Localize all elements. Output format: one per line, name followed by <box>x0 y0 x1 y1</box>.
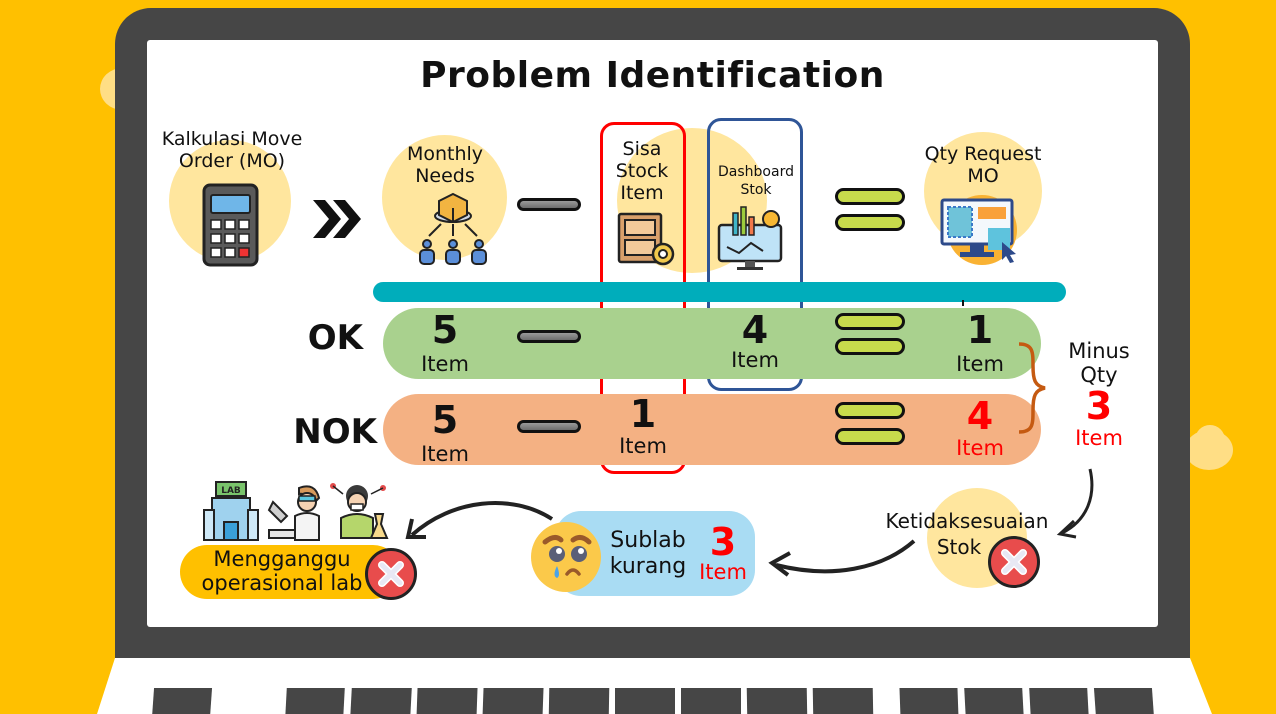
minus-operator-icon <box>517 330 581 343</box>
kalkulasi-label: Kalkulasi Move Order (MO) <box>161 128 303 172</box>
keyboard-key <box>812 688 874 714</box>
keyboard-key <box>350 688 412 714</box>
curly-brace-icon <box>1018 342 1046 434</box>
minus-qty-label-line1: Minus <box>1068 339 1130 363</box>
keyboard-key <box>681 688 741 714</box>
divider-bar <box>373 282 1066 302</box>
row-ok <box>383 308 1041 379</box>
dashboard-monitor-icon <box>717 206 783 270</box>
nok-monthly-value: 5 <box>431 398 459 442</box>
equals-operator-icon <box>835 214 905 231</box>
sublab-label-line2: kurang <box>609 554 687 579</box>
keyboard-key <box>964 688 1024 714</box>
sublab-unit: Item <box>699 560 747 584</box>
ok-dashboard-value: 4 <box>741 308 769 352</box>
equals-operator-icon <box>835 313 905 330</box>
minus-operator-icon <box>517 420 581 433</box>
equals-operator-icon <box>835 338 905 355</box>
page-title: Problem Identification <box>420 55 885 96</box>
scientist-microscope-icon <box>267 485 321 541</box>
monthly-needs-label: Monthly Needs <box>406 143 484 187</box>
equals-operator-icon <box>835 402 905 419</box>
keyboard-key <box>416 688 478 714</box>
keyboard-key <box>1029 688 1089 714</box>
ok-qty-unit: Item <box>956 352 1004 376</box>
warehouse-gear-icon <box>617 212 675 266</box>
lab-sign-text: LAB <box>221 486 241 496</box>
nok-sisa-value: 1 <box>629 392 657 436</box>
curved-arrow-icon <box>405 501 554 539</box>
ok-qty-value: 1 <box>966 308 994 352</box>
curved-arrow-icon <box>1056 468 1094 539</box>
row-label-ok: OK <box>307 318 363 358</box>
keyboard-key <box>151 688 213 714</box>
scientist-chemistry-icon <box>330 483 389 539</box>
dashboard-stok-column-highlight <box>707 118 803 391</box>
ok-monthly-unit: Item <box>421 352 469 376</box>
row-nok <box>383 394 1041 465</box>
calculator-icon <box>202 183 259 267</box>
minus-operator-icon <box>517 198 581 211</box>
crying-face-icon <box>531 522 601 592</box>
minus-qty-value: 3 <box>1085 384 1113 428</box>
keyboard-key <box>285 688 345 714</box>
minus-qty-unit: Item <box>1075 426 1123 450</box>
curved-arrow-icon <box>768 539 916 577</box>
ok-monthly-value: 5 <box>431 308 459 352</box>
lab-impact-label-line2: operasional lab <box>201 571 363 595</box>
error-x-icon <box>365 548 417 600</box>
nok-monthly-unit: Item <box>421 442 469 466</box>
nok-qty-unit: Item <box>956 436 1004 460</box>
keyboard-key <box>1093 688 1155 714</box>
equals-operator-icon <box>835 428 905 445</box>
ok-dashboard-unit: Item <box>731 348 779 372</box>
lab-impact-pill <box>180 545 400 599</box>
qty-request-label: Qty Request MO <box>924 143 1042 187</box>
ketidaksesuaian-label-line2: Stok <box>936 535 982 559</box>
monitor-cursor-icon <box>940 198 1016 263</box>
sublab-label-line1: Sublab <box>610 528 686 553</box>
error-x-icon <box>988 536 1040 588</box>
cloud-decoration-right-top <box>1195 425 1225 455</box>
keyboard-key <box>482 688 544 714</box>
equals-operator-icon <box>835 188 905 205</box>
double-chevron-right-icon <box>313 200 361 238</box>
keyboard-key <box>899 688 959 714</box>
row-label-nok: NOK <box>293 412 377 452</box>
sublab-value: 3 <box>709 520 737 564</box>
lab-impact-label-line1: Mengganggu <box>213 547 351 571</box>
keyboard-key <box>746 688 808 714</box>
laptop-screen: Problem Identification Kalkulasi Move Or… <box>147 40 1158 627</box>
ketidaksesuaian-label-line1: Ketidaksesuaian <box>885 509 1049 533</box>
sisa-stock-label: Sisa Stock Item <box>615 138 669 204</box>
nok-qty-value: 4 <box>966 394 994 438</box>
dashboard-stok-label: Dashboard Stok <box>718 164 794 198</box>
box-distribution-icon <box>419 192 487 265</box>
minus-qty-label-line2: Qty <box>1080 363 1118 387</box>
keyboard-key <box>548 688 610 714</box>
keyboard-key <box>615 688 675 714</box>
divider-tick <box>962 300 964 306</box>
lab-building-icon: LAB <box>203 481 259 541</box>
nok-sisa-unit: Item <box>619 434 667 458</box>
